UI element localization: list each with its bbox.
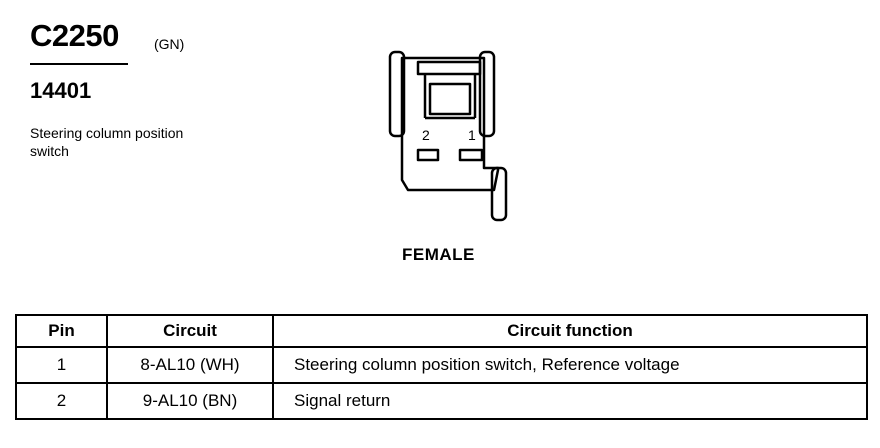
locking-tab (416, 60, 482, 76)
circuit-cell: 8-AL10 (WH) (106, 346, 274, 384)
header-pin: Pin (15, 314, 108, 348)
pin-table: Pin Circuit Circuit function 1 8-AL10 (W… (15, 314, 868, 420)
part-number: 14401 (30, 78, 92, 103)
right-latch (478, 50, 496, 138)
circuit-cell: 9-AL10 (BN) (106, 382, 274, 420)
pin-cell: 1 (15, 346, 108, 384)
function-cell: Steering column position switch, Referen… (272, 346, 868, 384)
view-label: FEMALE (402, 245, 475, 264)
left-latch (388, 50, 406, 138)
header-circuit-function: Circuit function (272, 314, 868, 348)
connector-housing (400, 56, 500, 192)
cavity-1 (458, 148, 484, 162)
key-tab (490, 166, 508, 222)
function-cell: Signal return (272, 382, 868, 420)
connector-description: Steering column position switch (30, 125, 184, 159)
pin-cell: 2 (15, 382, 108, 420)
table-header-row: Pin Circuit Circuit function (15, 314, 868, 348)
title-underline (30, 63, 128, 65)
cavity-label-2: 2 (422, 127, 430, 143)
header-circuit: Circuit (106, 314, 274, 348)
color-code: (GN) (154, 36, 185, 52)
table-row: 1 8-AL10 (WH) Steering column position s… (15, 346, 868, 384)
cavity-2 (416, 148, 440, 162)
connector-id: C2250 (30, 18, 119, 53)
table-row: 2 9-AL10 (BN) Signal return (15, 382, 868, 420)
lock-window (428, 82, 472, 116)
cavity-label-1: 1 (468, 127, 476, 143)
connector-face-diagram: 2 1 (388, 50, 508, 222)
